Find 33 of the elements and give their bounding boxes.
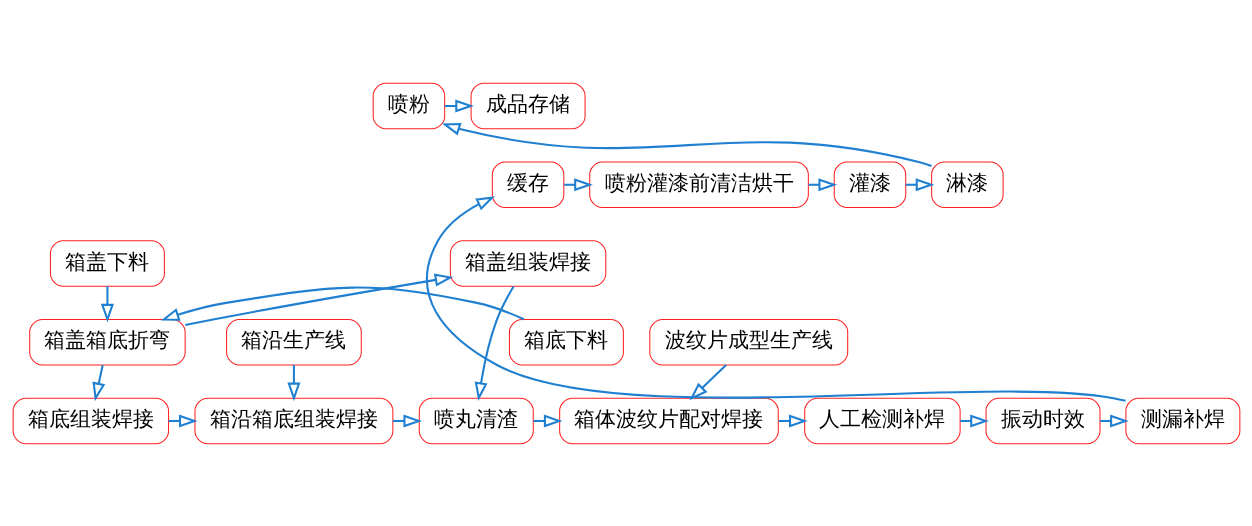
node-box: 箱沿生产线: [225, 318, 362, 366]
arrow: [474, 285, 514, 401]
node-box: 测漏补焊: [1124, 397, 1240, 444]
node-box: 箱体波纹片配对焊接: [558, 397, 779, 444]
node-box: 箱盖箱底折弯: [28, 318, 186, 366]
node-box: 箱盖下料: [49, 239, 165, 287]
arrow: [905, 177, 934, 191]
node-box: 振动时效: [985, 397, 1100, 444]
node-box: 箱底下料: [508, 318, 624, 366]
node-box: 淋漆: [930, 160, 1004, 208]
node-box: 箱盖组装焊接: [449, 239, 606, 287]
arrow: [100, 285, 114, 323]
node-box: 成品存储: [470, 82, 586, 129]
node-box: 人工检测补焊: [803, 397, 961, 444]
arrow: [286, 364, 300, 401]
arrow: [441, 122, 932, 167]
node-box: 喷丸清渣: [418, 397, 534, 444]
node-box: 喷粉灌漆前清洁烘干: [588, 160, 809, 208]
arrow: [563, 177, 593, 191]
arrow: [533, 413, 563, 427]
arrow: [425, 195, 1126, 402]
node-box: 箱底组装焊接: [12, 397, 169, 444]
arrow: [959, 413, 989, 427]
node-box: 箱沿箱底组装焊接: [193, 397, 393, 444]
node-box: 喷粉: [372, 82, 445, 129]
node-box: 波纹片成型生产线: [648, 318, 848, 366]
arrow: [160, 286, 524, 321]
node-box: 灌漆: [833, 160, 906, 208]
arrow: [184, 273, 453, 326]
arrow: [91, 364, 105, 401]
arrow: [1099, 413, 1129, 427]
arrow: [688, 363, 727, 400]
node-box: 缓存: [491, 160, 564, 208]
